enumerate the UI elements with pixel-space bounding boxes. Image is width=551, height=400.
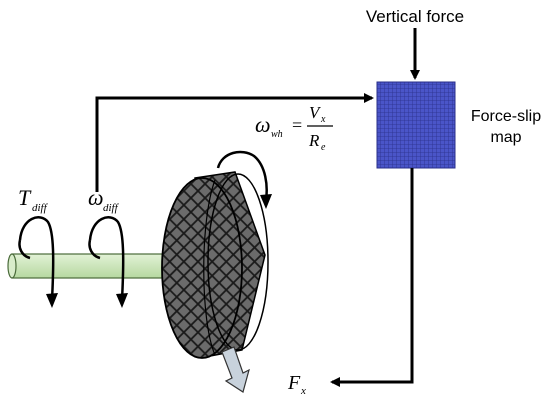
torque-subscript: diff xyxy=(32,202,49,214)
omega-wheel-subscript: wh xyxy=(271,129,283,140)
tire-force-arrow xyxy=(221,346,250,393)
velocity-symbol: V xyxy=(309,103,322,122)
shaft-end-cap xyxy=(7,253,17,279)
vertical-force-label: Vertical force xyxy=(366,7,464,26)
input-signal-arrow xyxy=(95,93,374,192)
force-slip-map-block xyxy=(376,81,456,169)
omega-diff-subscript: diff xyxy=(103,202,120,214)
radius-subscript: e xyxy=(321,142,326,153)
omega-diff-symbol: ω xyxy=(88,185,104,210)
torque-rotation-icon xyxy=(18,216,58,308)
force-symbol: F xyxy=(287,372,301,394)
velocity-subscript: x xyxy=(320,114,326,125)
force-slip-map-label-line1: Force-slip xyxy=(471,108,541,125)
omega-wheel-symbol: ω xyxy=(255,112,271,137)
radius-symbol: R xyxy=(308,131,320,150)
force-slip-map-label-line2: map xyxy=(490,129,521,146)
torque-symbol: T xyxy=(18,185,32,210)
wheel-icon xyxy=(161,171,269,359)
force-subscript: x xyxy=(300,385,306,397)
wheel-rotation-icon xyxy=(216,150,272,209)
equals-sign: = xyxy=(292,115,302,135)
output-force-arrow xyxy=(330,168,414,387)
angular-velocity-rotation-icon xyxy=(88,216,128,308)
